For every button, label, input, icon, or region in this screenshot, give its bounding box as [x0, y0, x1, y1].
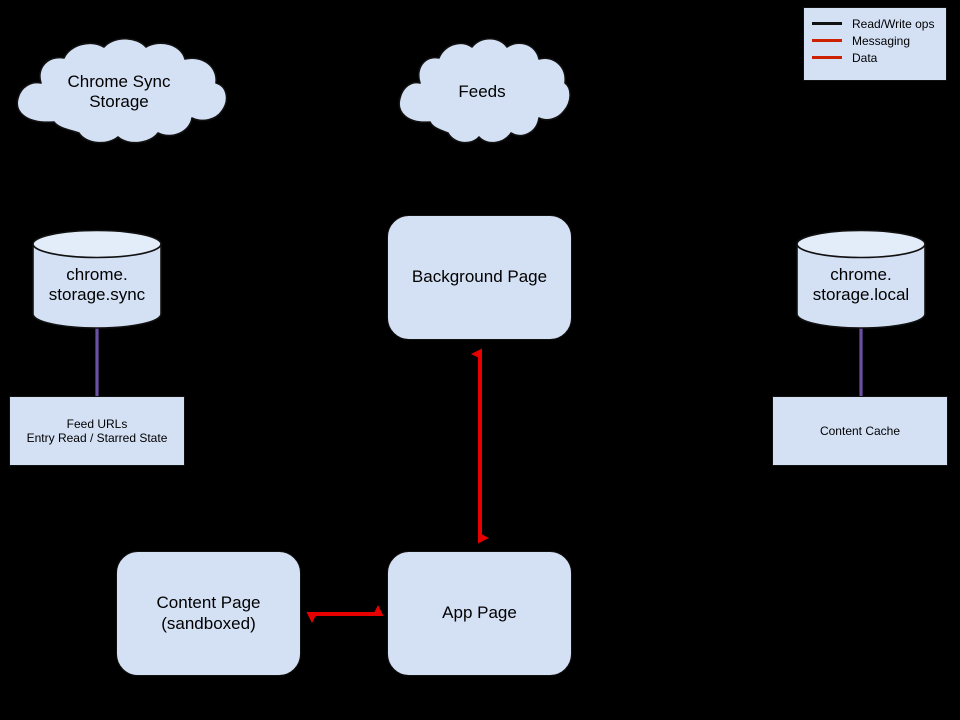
cylinder-label: chrome. storage.sync — [48, 264, 146, 304]
box-label: Content Page (sandboxed) — [156, 593, 261, 633]
cloud-label: Chrome Sync Storage — [67, 71, 171, 111]
cylinder-label: chrome. storage.local — [812, 264, 910, 304]
legend-item-messaging: Messaging — [812, 32, 937, 49]
cylinder-shape — [796, 229, 926, 329]
legend-label-readwrite: Read/Write ops — [852, 16, 935, 31]
cloud-chrome-sync-storage[interactable]: Chrome Sync Storage — [8, 37, 230, 146]
cloud-shape — [398, 37, 571, 144]
box-label: App Page — [442, 603, 517, 623]
box-app-page[interactable]: App Page — [387, 551, 572, 676]
cylinder-shape — [32, 229, 162, 329]
box-label: Feed URLs Entry Read / Starred State — [26, 416, 168, 445]
legend-item-readwrite: Read/Write ops — [812, 15, 937, 32]
connector-storage-local-to-content-cache — [859, 326, 863, 398]
box-feed-urls[interactable]: Feed URLs Entry Read / Starred State — [9, 396, 185, 466]
connector-storage-sync-to-feed-urls — [95, 326, 99, 398]
cloud-label: Feeds — [458, 81, 506, 101]
box-background-page[interactable]: Background Page — [387, 215, 572, 340]
box-content-cache[interactable]: Content Cache — [772, 396, 948, 466]
cylinder-chrome-storage-sync[interactable]: chrome. storage.sync — [32, 229, 162, 329]
arrow-content-page-app-page — [306, 605, 384, 623]
box-label: Content Cache — [819, 423, 901, 438]
legend-swatch-messaging — [812, 39, 842, 42]
legend-label-messaging: Messaging — [852, 33, 911, 48]
legend-swatch-data — [812, 56, 842, 59]
cylinder-chrome-storage-local[interactable]: chrome. storage.local — [796, 229, 926, 329]
cloud-shape — [16, 37, 228, 144]
legend-swatch-readwrite — [812, 22, 842, 25]
cloud-feeds[interactable]: Feeds — [392, 37, 572, 146]
arrow-background-page-app-page — [471, 348, 489, 544]
legend: Read/Write ops Messaging Data — [803, 7, 947, 81]
box-content-page[interactable]: Content Page (sandboxed) — [116, 551, 301, 676]
box-label: Background Page — [411, 267, 548, 287]
legend-item-data: Data — [812, 49, 937, 66]
legend-label-data: Data — [852, 50, 878, 65]
